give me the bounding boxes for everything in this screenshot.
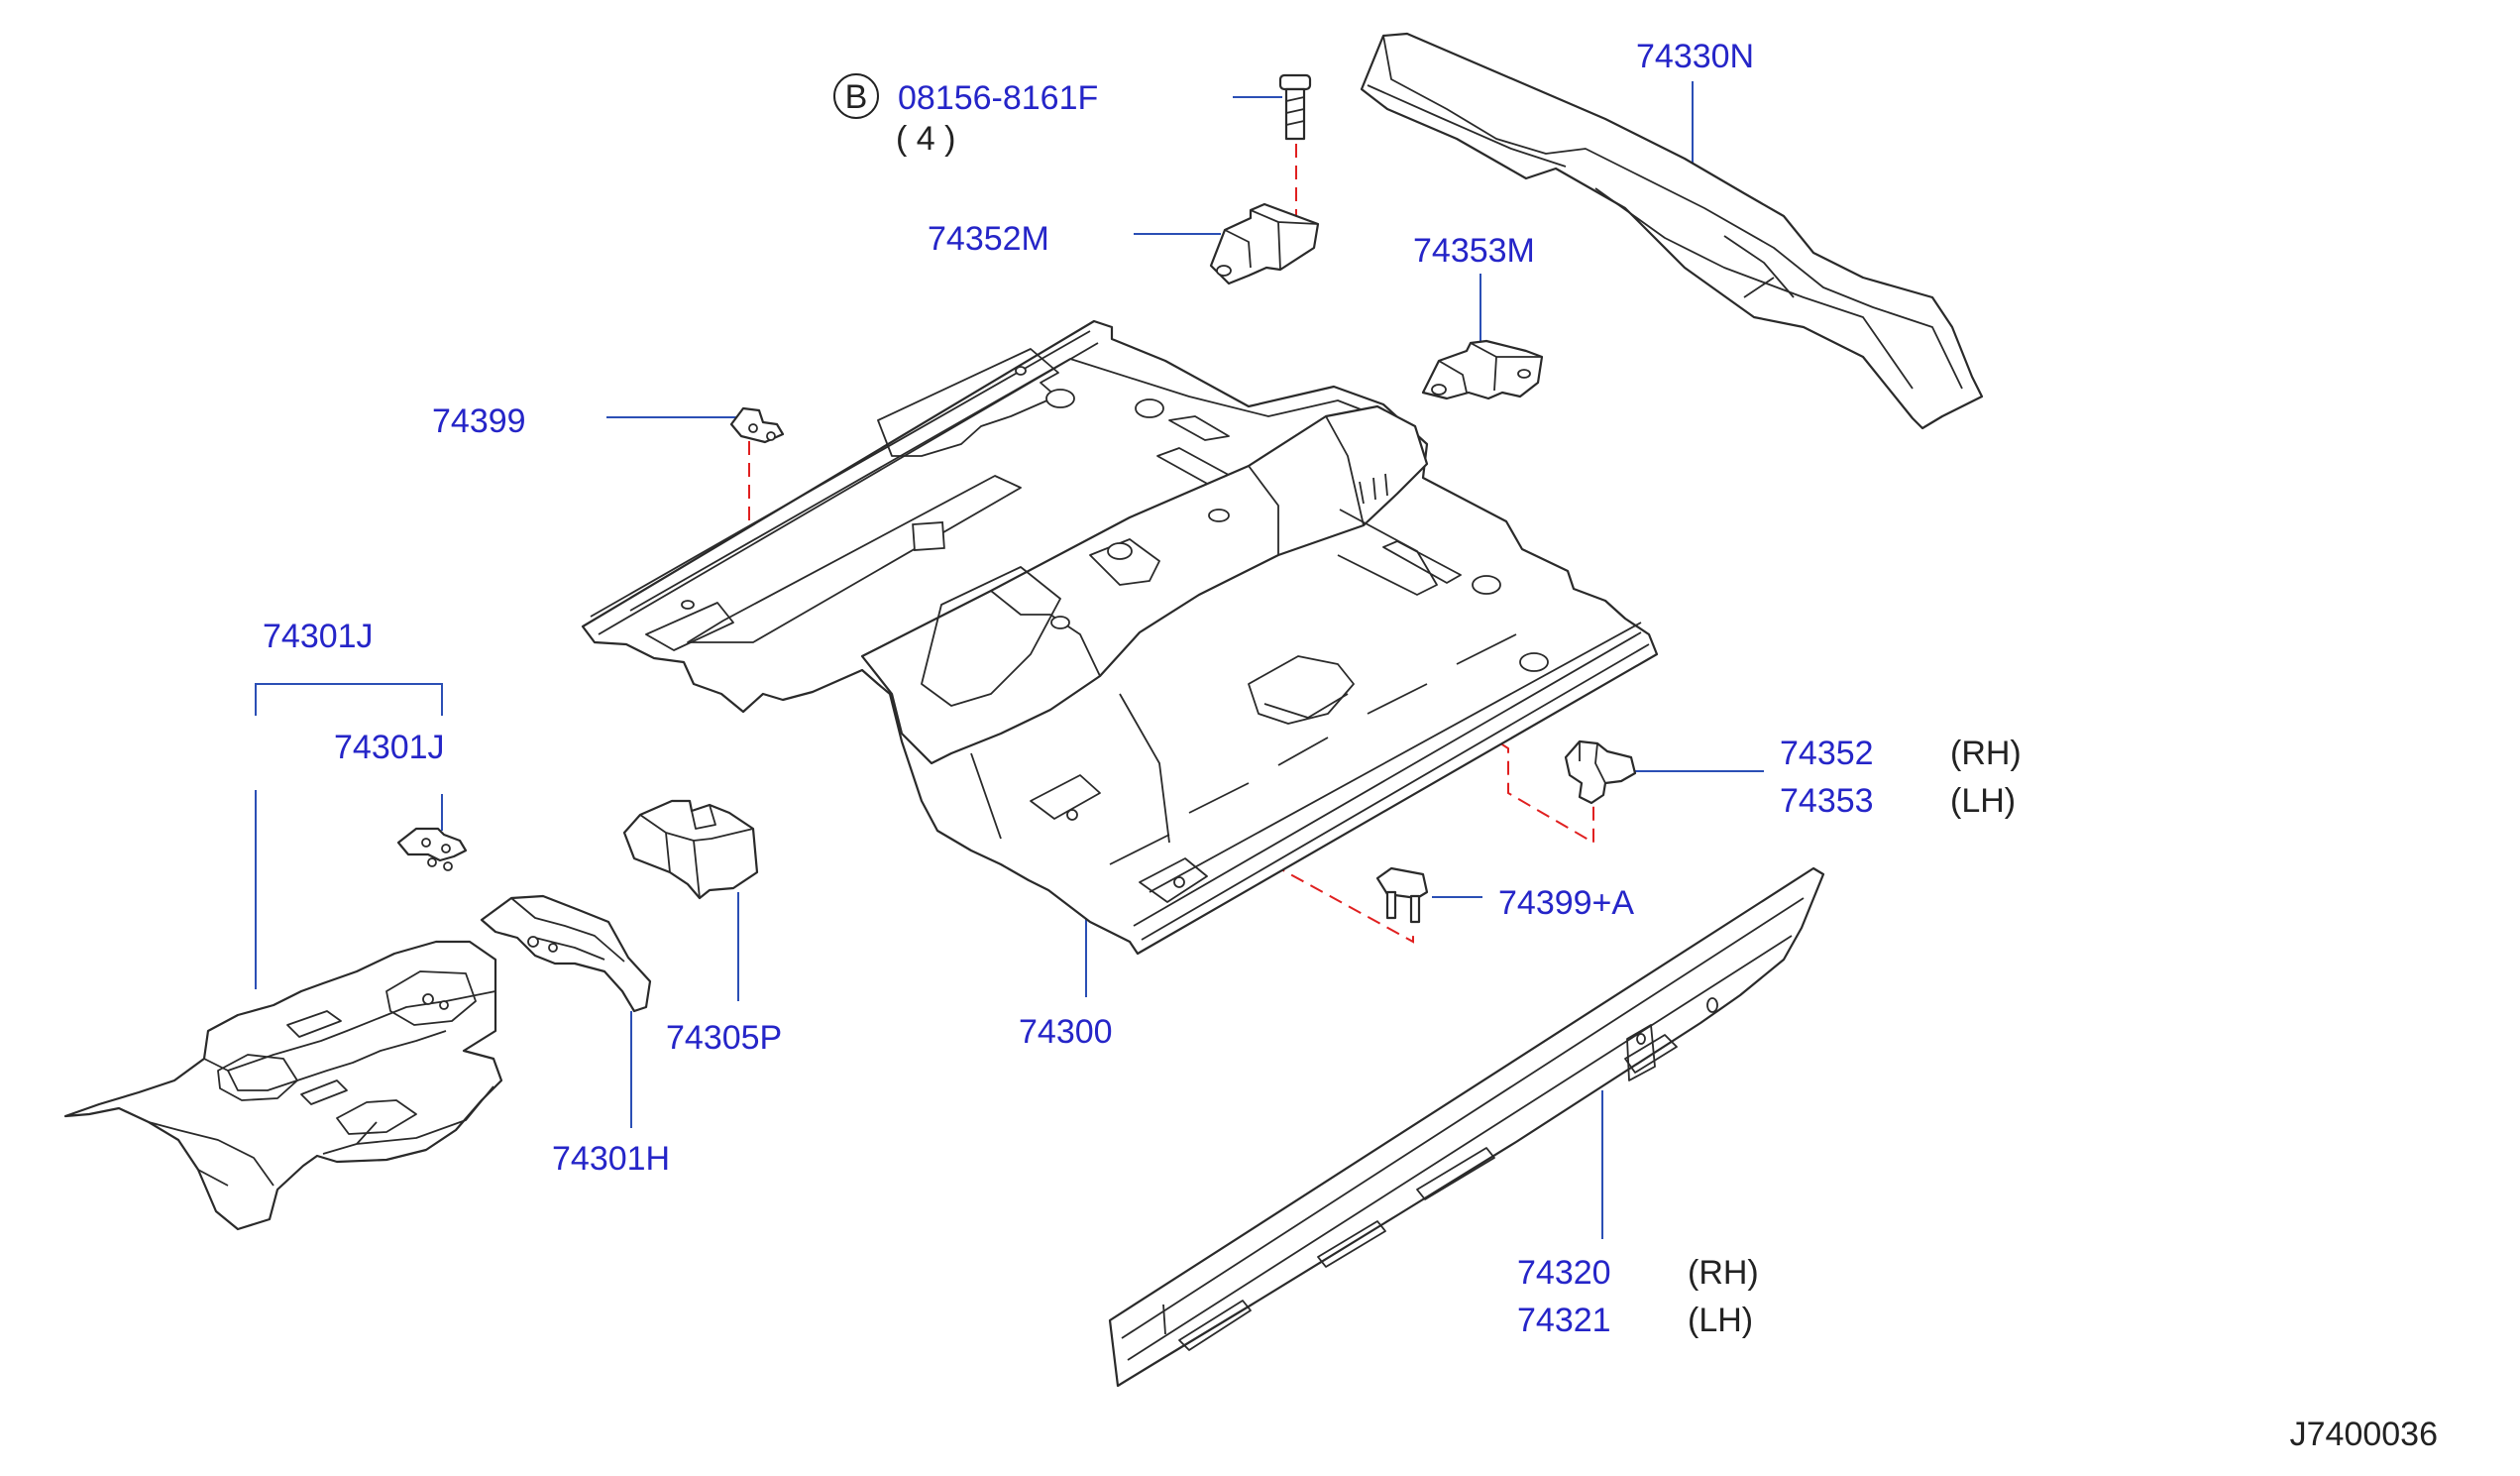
label-74399[interactable]: 74399 <box>432 402 526 440</box>
label-74320[interactable]: 74320 <box>1517 1254 1611 1292</box>
bolt-part-number[interactable]: 08156-8161F <box>898 79 1098 117</box>
label-74352[interactable]: 74352 <box>1780 735 1874 772</box>
part-74352M <box>1209 202 1320 285</box>
label-74305P[interactable]: 74305P <box>666 1019 782 1057</box>
part-74301J-sub <box>396 827 468 871</box>
qualifier-lh-74353: (LH) <box>1950 782 2016 820</box>
part-74399 <box>729 406 785 444</box>
part-74301J <box>63 940 503 1231</box>
bolt-icon <box>1278 73 1312 141</box>
leader-lines <box>255 81 1764 1239</box>
label-74301J-sub[interactable]: 74301J <box>334 729 445 766</box>
label-74321[interactable]: 74321 <box>1517 1302 1611 1339</box>
bolt-circle-letter: B <box>845 78 868 116</box>
label-74352M[interactable]: 74352M <box>928 220 1049 258</box>
part-74352-74353 <box>1564 739 1637 805</box>
bolt-callout: B 08156-8161F ( 4 ) <box>833 73 1098 158</box>
leader-74301J-bracket <box>255 683 443 716</box>
qualifier-rh-74320: (RH) <box>1688 1254 1759 1292</box>
bolt-circle-badge <box>833 73 879 119</box>
part-74330N <box>1360 32 1984 430</box>
diagram-reference-code: J7400036 <box>2290 1416 2438 1453</box>
bolt-quantity: ( 4 ) <box>896 120 955 158</box>
part-74301H <box>480 894 652 1013</box>
label-74353M[interactable]: 74353M <box>1413 232 1535 270</box>
part-74320-74321 <box>1108 866 1825 1388</box>
label-74399A[interactable]: 74399+A <box>1498 884 1634 922</box>
part-74399A <box>1375 866 1429 924</box>
label-74301H[interactable]: 74301H <box>552 1140 670 1178</box>
label-74301J[interactable]: 74301J <box>263 618 374 655</box>
part-74300 <box>581 319 1659 956</box>
label-74353[interactable]: 74353 <box>1780 782 1874 820</box>
part-74305P <box>622 799 759 900</box>
qualifier-lh-74321: (LH) <box>1688 1302 1753 1339</box>
part-74353M <box>1421 339 1544 400</box>
label-74330N[interactable]: 74330N <box>1636 38 1754 75</box>
qualifier-rh-74352: (RH) <box>1950 735 2022 772</box>
label-74300[interactable]: 74300 <box>1019 1013 1113 1051</box>
